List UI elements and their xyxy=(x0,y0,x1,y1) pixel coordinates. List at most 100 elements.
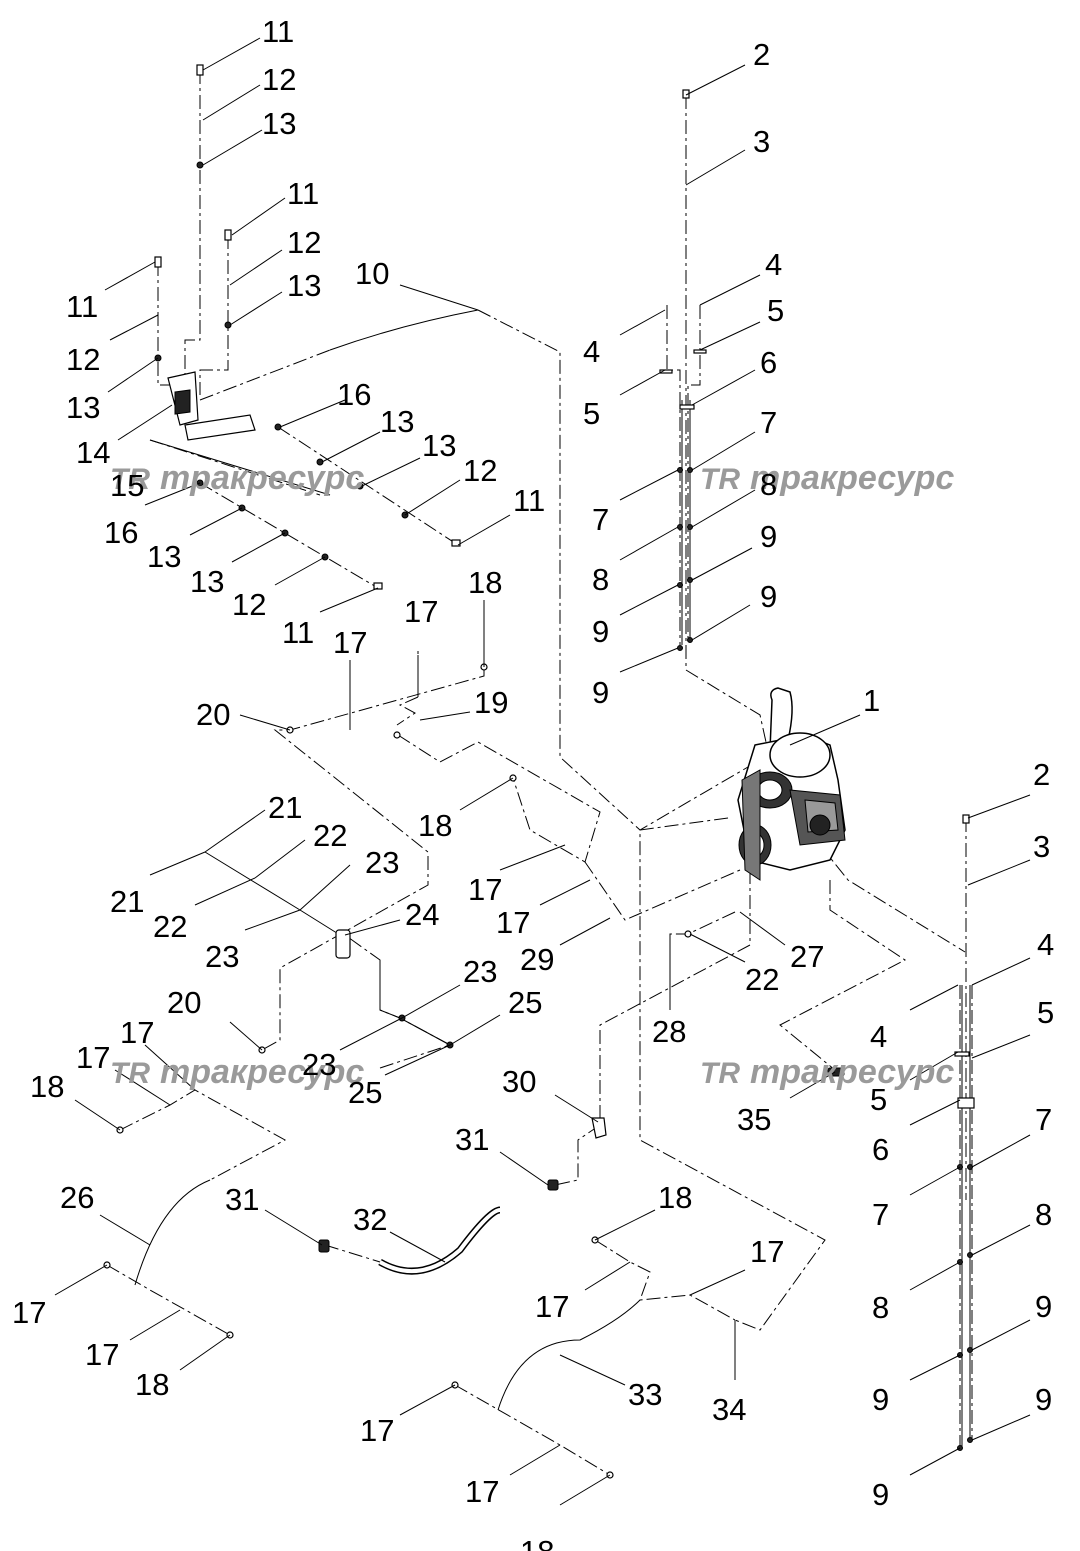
callout-label: 5 xyxy=(583,396,600,431)
callout-label: 7 xyxy=(1035,1102,1052,1137)
callout-label: 8 xyxy=(872,1290,889,1325)
callout-label: 9 xyxy=(872,1382,889,1417)
watermark-logo: TR xyxy=(700,463,740,496)
callout-label: 2 xyxy=(753,37,770,72)
callout-label: 21 xyxy=(268,790,302,825)
callout-label: 28 xyxy=(652,1014,686,1049)
callout-label: 14 xyxy=(76,435,110,470)
callout-label: 13 xyxy=(287,268,321,303)
callout-label: 5 xyxy=(767,293,784,328)
callout-label: 11 xyxy=(262,14,294,49)
callout-label: 18 xyxy=(30,1069,64,1104)
callout-label: 11 xyxy=(66,289,98,324)
callout-labels: 11 12 13 11 12 13 11 12 13 10 14 15 16 1… xyxy=(12,14,1054,1551)
callout-label: 20 xyxy=(167,985,201,1020)
callout-label: 3 xyxy=(753,124,770,159)
callout-label: 17 xyxy=(85,1337,119,1372)
callout-label: 20 xyxy=(196,697,230,732)
watermark-logo: TR xyxy=(110,1057,150,1090)
parts xyxy=(103,64,975,1479)
callout-label: 35 xyxy=(737,1102,771,1137)
callout-label: 9 xyxy=(1035,1382,1052,1417)
callout-label: 13 xyxy=(66,390,100,425)
callout-label: 1 xyxy=(863,683,880,718)
callout-label: 25 xyxy=(348,1075,382,1110)
callout-label: 16 xyxy=(337,377,371,412)
callout-label: 21 xyxy=(110,884,144,919)
watermark-logo: TR xyxy=(700,1057,740,1090)
callout-label: 22 xyxy=(313,818,347,853)
watermark-text: тракресурс xyxy=(160,459,364,497)
watermark-text: тракресурс xyxy=(750,459,954,497)
callout-label: 17 xyxy=(750,1234,784,1269)
callout-label: 15 xyxy=(110,468,144,503)
callout-label: 7 xyxy=(592,502,609,537)
callout-label: 4 xyxy=(583,334,600,369)
assembly-lines xyxy=(106,70,973,1476)
watermark-3: TR тракресурс xyxy=(110,1053,364,1091)
watermark-4: TR тракресурс xyxy=(700,1053,954,1091)
callout-label: 17 xyxy=(360,1413,394,1448)
callout-label: 23 xyxy=(205,939,239,974)
callout-label: 8 xyxy=(592,562,609,597)
callout-label: 17 xyxy=(465,1474,499,1509)
watermark-2: TR тракресурс xyxy=(700,459,954,497)
callout-label: 12 xyxy=(287,225,321,260)
callout-label: 34 xyxy=(712,1392,746,1427)
watermark-text: тракресурс xyxy=(160,1053,364,1091)
callout-label: 16 xyxy=(104,515,138,550)
watermark-1: TR тракресурс xyxy=(110,459,364,497)
callout-label: 33 xyxy=(628,1377,662,1412)
callout-label: 13 xyxy=(422,428,456,463)
callout-label: 12 xyxy=(66,342,100,377)
callout-label: 18 xyxy=(135,1367,169,1402)
callout-label: 6 xyxy=(760,345,777,380)
callout-label: 9 xyxy=(760,579,777,614)
callout-label: 12 xyxy=(463,453,497,488)
callout-label: 18 xyxy=(658,1180,692,1215)
callout-label: 8 xyxy=(760,467,777,502)
callout-label: 23 xyxy=(302,1047,336,1082)
callout-label: 9 xyxy=(592,675,609,710)
callout-label: 11 xyxy=(287,176,319,211)
callout-label: 4 xyxy=(870,1019,887,1054)
callout-label: 26 xyxy=(60,1180,94,1215)
watermark-text: тракресурс xyxy=(750,1053,954,1091)
callout-label: 13 xyxy=(380,404,414,439)
callout-label: 9 xyxy=(592,614,609,649)
callout-label: 2 xyxy=(1033,757,1050,792)
callout-label: 8 xyxy=(1035,1197,1052,1232)
callout-label: 17 xyxy=(12,1295,46,1330)
callout-label: 24 xyxy=(405,897,439,932)
callout-label: 4 xyxy=(1037,927,1054,962)
callout-label: 5 xyxy=(1037,995,1054,1030)
callout-label: 18 xyxy=(468,565,502,600)
watermark-logo: TR xyxy=(110,463,150,496)
callout-leaders xyxy=(54,37,1031,1506)
callout-label: 17 xyxy=(468,872,502,907)
callout-label: 13 xyxy=(147,539,181,574)
engine-assembly xyxy=(737,687,846,881)
callout-label: 12 xyxy=(232,587,266,622)
callout-label: 18 xyxy=(418,808,452,843)
callout-label: 10 xyxy=(355,256,389,291)
callout-label: 11 xyxy=(513,483,545,518)
callout-label: 9 xyxy=(1035,1289,1052,1324)
callout-label: 3 xyxy=(1033,829,1050,864)
hoses xyxy=(134,309,971,1448)
callout-label: 13 xyxy=(190,564,224,599)
callout-label: 29 xyxy=(520,942,554,977)
callout-label: 9 xyxy=(872,1477,889,1512)
callout-label: 25 xyxy=(508,985,542,1020)
callout-label: 31 xyxy=(455,1122,489,1157)
callout-label: 4 xyxy=(765,247,782,282)
callout-label: 5 xyxy=(870,1082,887,1117)
callout-label: 23 xyxy=(365,845,399,880)
callout-label: 17 xyxy=(535,1289,569,1324)
callout-label: 31 xyxy=(225,1182,259,1217)
callout-label: 17 xyxy=(120,1015,154,1050)
callout-label: 7 xyxy=(872,1197,889,1232)
callout-label: 17 xyxy=(333,625,367,660)
callout-label: 17 xyxy=(496,905,530,940)
